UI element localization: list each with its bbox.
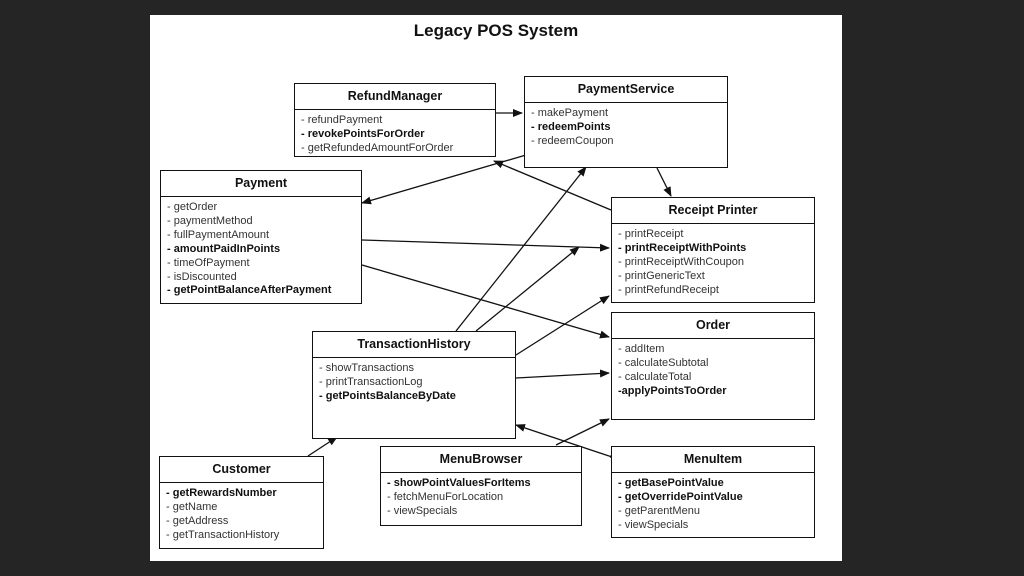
- arrow-menuitem-transactionhistory: [515, 424, 619, 463]
- method-list: - getBasePointValue- getOverridePointVal…: [612, 473, 814, 533]
- method-item: - printReceiptWithCoupon: [618, 255, 744, 268]
- method-item: - redeemCoupon: [531, 134, 614, 147]
- method-list: - makePayment- redeemPoints- redeemCoupo…: [525, 103, 727, 149]
- class-menu-item: MenuItem - getBasePointValue- getOverrid…: [611, 446, 815, 538]
- method-item: - viewSpecials: [618, 518, 689, 531]
- method-item: - fullPaymentAmount: [167, 228, 270, 241]
- method-item: - getRefundedAmountForOrder: [301, 141, 454, 154]
- arrow-transactionhistory-paymentservice: [455, 166, 587, 332]
- method-item: - printReceipt: [618, 228, 684, 240]
- arrow-customer-transactionhistory: [307, 436, 338, 457]
- method-item: - redeemPoints: [531, 120, 611, 133]
- arrow-receiptprinter-refundmanager: [493, 160, 612, 211]
- method-item: - refundPayment: [301, 114, 383, 126]
- method-item: - calculateSubtotal: [618, 356, 709, 369]
- method-item: - fetchMenuForLocation: [387, 490, 504, 503]
- method-list: - showTransactions- printTransactionLog-…: [313, 358, 515, 404]
- method-item: - getPointBalanceAfterPayment: [167, 284, 332, 297]
- method-item: - isDiscounted: [167, 270, 237, 283]
- slide: Legacy POS System RefundManager - refund…: [150, 15, 842, 561]
- class-receipt-printer: Receipt Printer - printReceipt- printRec…: [611, 197, 815, 303]
- arrow-paymentservice-payment: [361, 154, 527, 205]
- method-item: - showTransactions: [319, 362, 414, 374]
- method-item: - paymentMethod: [167, 214, 253, 227]
- relationship-arrows: [307, 109, 672, 463]
- method-item: - printGenericText: [618, 269, 705, 282]
- method-item: - getOverridePointValue: [618, 490, 743, 503]
- class-menu-browser: MenuBrowser - showPointValuesForItems- f…: [380, 446, 582, 526]
- method-item: - revokePointsForOrder: [301, 127, 425, 140]
- method-item: - getParentMenu: [618, 504, 700, 517]
- arrow-transactionhistory-receiptprinter-2: [515, 295, 610, 356]
- method-list: - getOrder- paymentMethod- fullPaymentAm…: [161, 197, 361, 298]
- arrow-payment-receiptprinter: [361, 239, 610, 252]
- class-name: PaymentService: [525, 77, 727, 103]
- class-name: MenuItem: [612, 447, 814, 473]
- method-list: - addItem- calculateSubtotal- calculateT…: [612, 339, 814, 399]
- method-list: - printReceipt- printReceiptWithPoints- …: [612, 224, 814, 298]
- method-item: - getRewardsNumber: [166, 487, 277, 499]
- class-name: Payment: [161, 171, 361, 197]
- method-item: - getOrder: [167, 201, 218, 213]
- method-item: - getTransactionHistory: [166, 528, 280, 541]
- method-item: - showPointValuesForItems: [387, 477, 531, 489]
- method-item: - printTransactionLog: [319, 375, 423, 388]
- method-item: - addItem: [618, 343, 665, 355]
- class-order: Order - addItem- calculateSubtotal- calc…: [611, 312, 815, 420]
- method-item: - getPointsBalanceByDate: [319, 389, 456, 402]
- class-payment-service: PaymentService - makePayment- redeemPoin…: [524, 76, 728, 168]
- method-item: - calculateTotal: [618, 370, 692, 383]
- method-item: - makePayment: [531, 107, 609, 119]
- class-name: Receipt Printer: [612, 198, 814, 224]
- method-item: - getAddress: [166, 514, 229, 527]
- method-item: - printReceiptWithPoints: [618, 241, 747, 254]
- diagram-title: Legacy POS System: [413, 21, 579, 40]
- class-customer: Customer - getRewardsNumber- getName- ge…: [159, 456, 324, 549]
- arrow-paymentservice-receiptprinter: [656, 167, 672, 197]
- method-item: - printRefundReceipt: [618, 283, 719, 296]
- arrow-transactionhistory-order: [515, 369, 610, 379]
- arrow-transactionhistory-receiptprinter: [475, 246, 580, 332]
- class-name: MenuBrowser: [381, 447, 581, 473]
- method-item: -applyPointsToOrder: [618, 384, 727, 397]
- method-item: - timeOfPayment: [167, 256, 250, 269]
- arrow-payment-order: [361, 264, 610, 339]
- method-list: - refundPayment- revokePointsForOrder- g…: [295, 110, 495, 156]
- class-refund-manager: RefundManager - refundPayment- revokePoi…: [294, 83, 496, 157]
- class-payment: Payment - getOrder- paymentMethod- fullP…: [160, 170, 362, 304]
- method-list: - showPointValuesForItems- fetchMenuForL…: [381, 473, 581, 519]
- class-transaction-history: TransactionHistory - showTransactions- p…: [312, 331, 516, 439]
- method-list: - getRewardsNumber- getName- getAddress-…: [160, 483, 323, 543]
- class-name: Customer: [160, 457, 323, 483]
- class-name: RefundManager: [295, 84, 495, 110]
- method-item: - viewSpecials: [387, 504, 458, 517]
- class-name: TransactionHistory: [313, 332, 515, 358]
- class-name: Order: [612, 313, 814, 339]
- method-item: - getName: [166, 500, 218, 513]
- method-item: - amountPaidInPoints: [167, 242, 281, 255]
- method-item: - getBasePointValue: [618, 477, 724, 489]
